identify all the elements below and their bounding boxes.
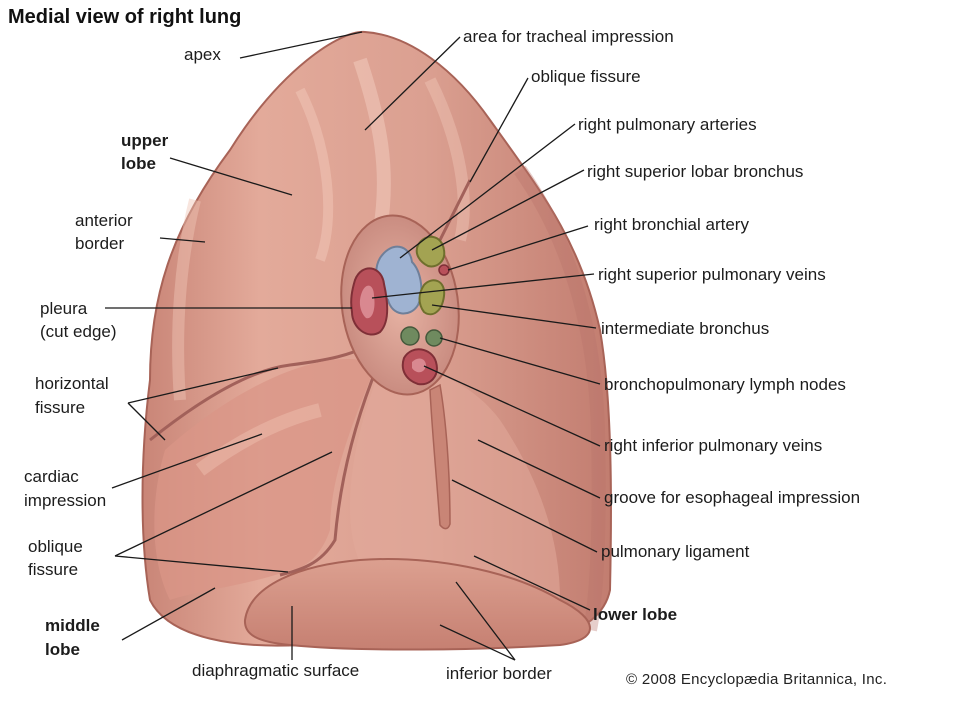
label-right-inferior-pulmonary-veins: right inferior pulmonary veins — [604, 436, 823, 455]
label-upper-lobe-line1: upper — [121, 131, 169, 150]
label-cardiac-impression-line2: impression — [24, 491, 107, 510]
lymph-node — [400, 326, 420, 346]
bronchial-artery — [438, 264, 450, 276]
label-tracheal-impression: area for tracheal impression — [463, 27, 674, 46]
superior-lobar-bronchus — [415, 235, 446, 268]
pulmonary-ligament — [429, 383, 451, 530]
label-inferior-border: inferior border — [446, 664, 552, 683]
label-apex: apex — [184, 45, 221, 64]
middle-lobe-region — [154, 359, 373, 600]
label-oblique-fissure-right: oblique fissure — [531, 67, 641, 86]
leader-lines — [105, 31, 601, 661]
label-pleura-line1: pleura — [40, 299, 88, 318]
horizontal-fissure-line — [149, 343, 371, 442]
label-lower-lobe: lower lobe — [593, 605, 678, 624]
label-middle-lobe-line2: lobe — [45, 640, 80, 659]
label-intermediate-bronchus: intermediate bronchus — [601, 319, 770, 338]
label-oblique-fissure-left-line1: oblique — [28, 537, 83, 556]
label-horizontal-fissure-line2: fissure — [35, 398, 86, 417]
diaphragmatic-surface — [243, 558, 591, 651]
label-bronchopulmonary-lymph-nodes: bronchopulmonary lymph nodes — [604, 375, 846, 394]
label-pulmonary-ligament: pulmonary ligament — [601, 542, 750, 561]
label-diaphragmatic-surface: diaphragmatic surface — [192, 661, 360, 680]
label-right-superior-pulmonary-veins: right superior pulmonary veins — [598, 265, 826, 284]
label-anterior-border-line1: anterior — [75, 211, 133, 230]
intermediate-bronchus — [418, 279, 446, 316]
diagram-title: Medial view of right lung — [8, 6, 242, 28]
label-esophageal-groove: groove for esophageal impression — [604, 488, 861, 507]
label-upper-lobe-line2: lobe — [121, 154, 156, 173]
lymph-node — [425, 329, 443, 347]
label-horizontal-fissure-line1: horizontal — [35, 374, 109, 393]
label-anterior-border-line2: border — [75, 234, 125, 253]
label-oblique-fissure-left-line2: fissure — [28, 560, 79, 579]
copyright-notice: © 2008 Encyclopædia Britannica, Inc. — [626, 671, 888, 688]
label-cardiac-impression-line1: cardiac — [24, 467, 79, 486]
label-middle-lobe-line1: middle — [45, 616, 100, 635]
label-right-superior-lobar-bronchus: right superior lobar bronchus — [587, 162, 804, 181]
label-pleura-line2: (cut edge) — [40, 322, 117, 341]
label-right-bronchial-artery: right bronchial artery — [594, 215, 749, 234]
label-right-pulmonary-arteries: right pulmonary arteries — [578, 115, 757, 134]
